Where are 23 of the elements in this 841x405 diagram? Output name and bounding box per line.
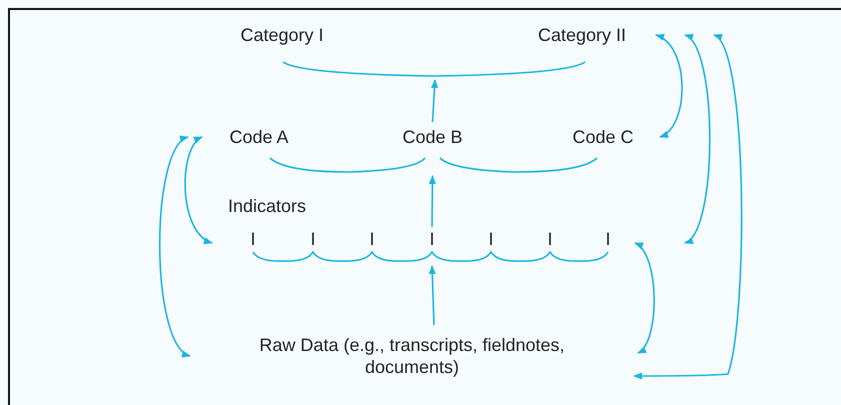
level-label: Code A — [229, 126, 289, 148]
indicator-mark: I — [547, 228, 552, 250]
arrow — [158, 136, 191, 357]
arrow — [634, 242, 655, 354]
arrow — [428, 265, 436, 326]
arrow — [633, 34, 742, 380]
arrow — [655, 34, 683, 138]
level-label: Code C — [572, 126, 634, 148]
source-label: Raw Data (e.g., transcripts, fieldnotes, documents) — [258, 334, 566, 378]
level-label: Code B — [402, 126, 463, 148]
level-label: Category I — [240, 24, 324, 46]
arrow — [684, 34, 711, 244]
indicator-mark: I — [488, 228, 494, 250]
indicator-mark: I — [250, 228, 256, 250]
indicator-mark: I — [605, 228, 610, 250]
indicator-mark: I — [429, 228, 434, 250]
row-label: Indicators — [228, 196, 306, 217]
level-label: Category II — [538, 24, 626, 46]
arrow — [184, 136, 213, 244]
indicator-mark: I — [310, 228, 316, 250]
arrow — [428, 175, 436, 227]
indicator-mark: I — [369, 228, 374, 250]
arrow — [430, 79, 438, 122]
